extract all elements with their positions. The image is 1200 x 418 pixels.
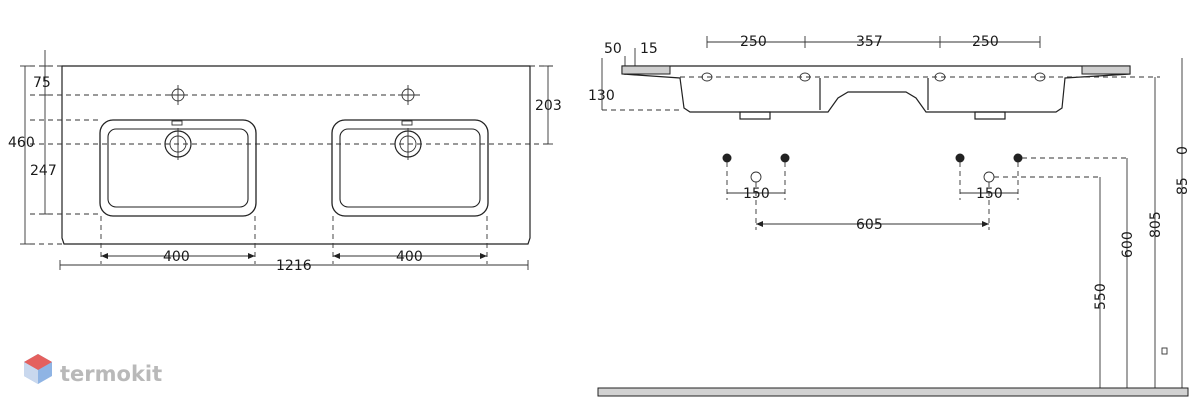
waste-outlet-right — [974, 111, 1006, 120]
dim-15: 15 — [640, 41, 658, 57]
dim-850: 85 — [1175, 177, 1191, 195]
dim-247: 247 — [30, 163, 57, 179]
overflow-right — [401, 120, 413, 126]
dim-400-left: 400 — [163, 249, 190, 265]
supply-pipe-3 — [955, 153, 965, 163]
dim-1216: 1216 — [276, 258, 312, 274]
countertop-outline — [61, 65, 531, 245]
basin-right-outer — [331, 119, 489, 217]
basin-profile — [621, 65, 1131, 113]
basin-left-outer — [99, 119, 257, 217]
countertop-edge-right — [1081, 65, 1131, 75]
dim-357: 357 — [856, 34, 883, 50]
dim-75: 75 — [33, 75, 51, 91]
dim-460: 460 — [8, 135, 35, 151]
dim-400-right: 400 — [396, 249, 423, 265]
dim-600: 600 — [1120, 231, 1136, 258]
floor — [597, 387, 1189, 397]
dim-130: 130 — [588, 88, 615, 104]
waste-pipe-left — [750, 171, 762, 183]
dim-203: 203 — [535, 98, 562, 114]
dim-top: 0 — [1175, 146, 1191, 155]
top-view: 75 460 247 203 400 400 1216 — [8, 50, 562, 274]
side-view: 250 357 250 50 15 130 — [588, 34, 1191, 397]
dim-250-right: 250 — [972, 34, 999, 50]
dim-150-left: 150 — [743, 186, 770, 202]
basin-right-inner — [339, 128, 481, 208]
dim-550: 550 — [1093, 283, 1109, 310]
supply-pipe-4 — [1013, 153, 1023, 163]
logo-text: termokit — [60, 362, 162, 386]
dim-50: 50 — [604, 41, 622, 57]
dim-150-right: 150 — [976, 186, 1003, 202]
dim-605: 605 — [856, 217, 883, 233]
waste-pipe-right — [983, 171, 995, 183]
overflow-left — [171, 120, 183, 126]
dim-250-left: 250 — [740, 34, 767, 50]
supply-pipe-2 — [780, 153, 790, 163]
dim-805: 805 — [1148, 211, 1164, 238]
supply-pipe-1 — [722, 153, 732, 163]
termokit-logo: termokit — [24, 354, 162, 386]
countertop-edge-left — [621, 65, 671, 75]
waste-outlet-left — [739, 111, 771, 120]
